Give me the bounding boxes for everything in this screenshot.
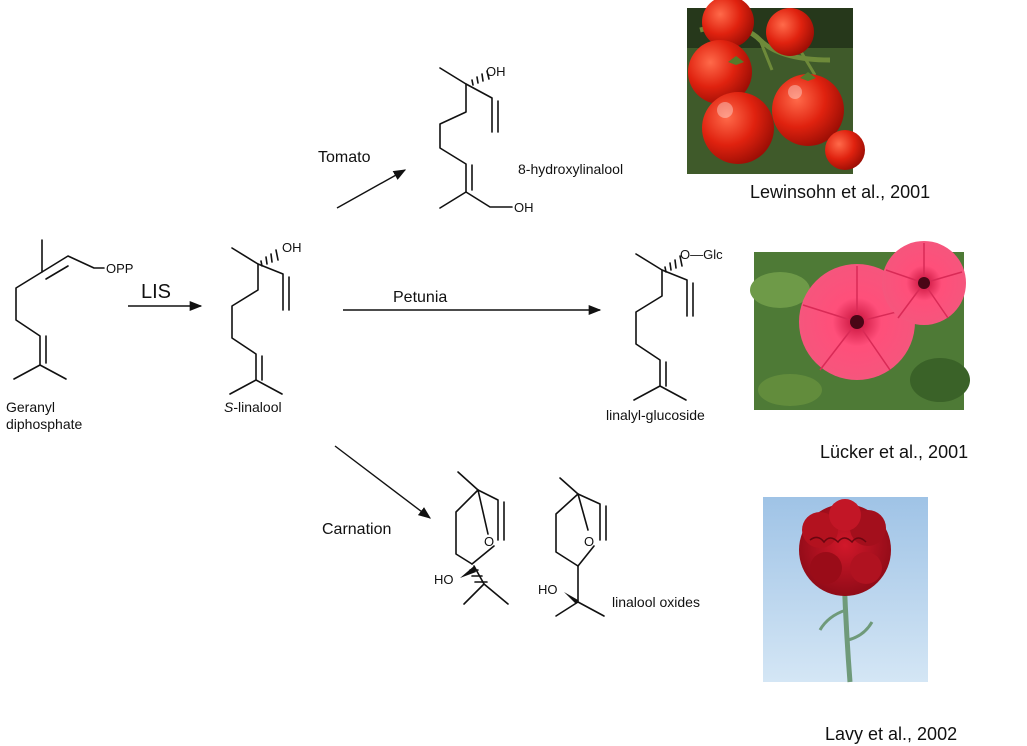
tomato-citation: Lewinsohn et al., 2001	[750, 182, 930, 202]
oxide2-ho: HO	[538, 582, 558, 597]
hydroxylinalool-hash-bond	[471, 70, 490, 86]
linalool-oxides-label: linalool oxides	[612, 594, 700, 610]
gpp-label-line1: Geranyl	[6, 399, 55, 415]
s-prefix: S	[224, 399, 234, 415]
oxide2-ring-o: O	[584, 534, 594, 549]
linalool-oxide-pyranoid-structure: O HO linalool oxides	[538, 477, 700, 617]
8-hydroxylinalool-structure: OH OH 8-hydroxylinalool	[439, 64, 623, 215]
tomato-photo	[687, 0, 865, 174]
petunia-branch: Petunia	[343, 289, 602, 316]
carnation-citation: Lavy et al., 2002	[825, 724, 957, 744]
oxide1-wedge-bond	[460, 566, 476, 578]
s-linalool-structure: OH S-linalool	[224, 240, 302, 415]
tomato-label: Tomato	[318, 149, 371, 166]
petunia-photo	[750, 241, 970, 410]
geranyl-diphosphate-structure: OPP Geranyl diphosphate	[6, 239, 133, 432]
hydroxylinalool-oh-bottom: OH	[514, 200, 534, 215]
glucoside-hash-bond	[664, 255, 683, 273]
lis-enzyme-label: LIS	[141, 281, 171, 303]
8-hydroxylinalool-label: 8-hydroxylinalool	[518, 161, 623, 177]
linalool-name: -linalool	[233, 399, 281, 415]
hydroxylinalool-oh-top: OH	[486, 64, 506, 79]
petunia-label: Petunia	[393, 289, 447, 306]
petunia-citation: Lücker et al., 2001	[820, 442, 968, 462]
lis-reaction-arrow: LIS	[128, 281, 203, 312]
linalool-oh: OH	[282, 240, 302, 255]
linalool-hash-bond	[260, 249, 279, 267]
glc-group: O—Glc	[680, 247, 723, 262]
oxide1-ring-o: O	[484, 534, 494, 549]
opp-group: OPP	[106, 261, 133, 276]
linalyl-glucoside-label: linalyl-glucoside	[606, 407, 705, 423]
carnation-photo	[763, 497, 928, 683]
gpp-label-line2: diphosphate	[6, 416, 83, 432]
carnation-branch: Carnation	[322, 445, 432, 538]
oxide1-ho: HO	[434, 572, 454, 587]
s-linalool-label: S-linalool	[224, 399, 282, 415]
carnation-label: Carnation	[322, 521, 391, 538]
linalyl-glucoside-structure: O—Glc linalyl-glucoside	[606, 247, 723, 423]
oxide2-wedge-bond	[564, 592, 578, 604]
tomato-branch: Tomato	[318, 149, 407, 209]
linalool-oxide-furanoid-structure: O HO	[434, 471, 509, 605]
